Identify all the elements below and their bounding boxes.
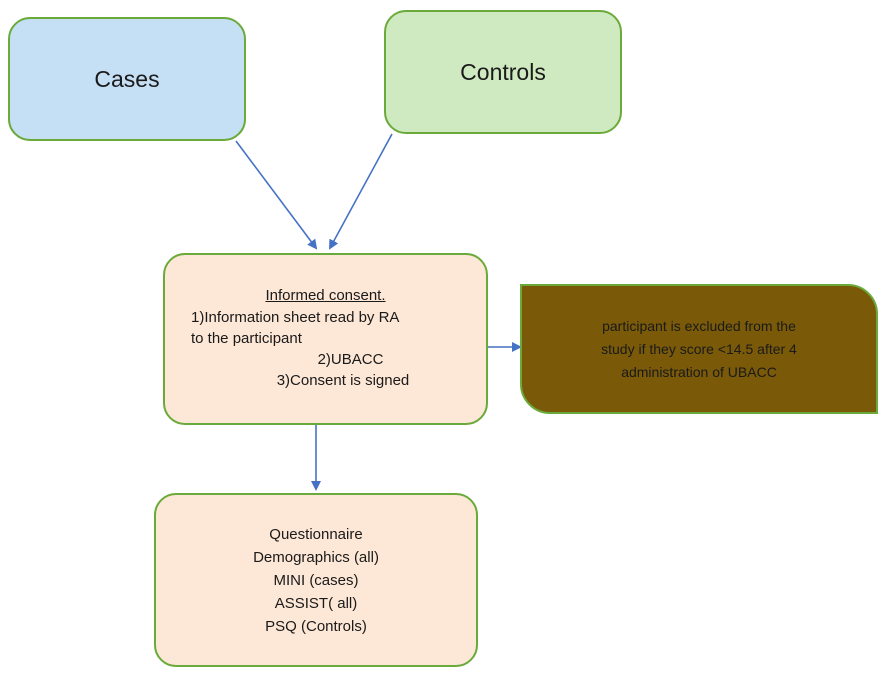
- consent-line-2: to the participant: [191, 330, 302, 347]
- questionnaire-line-2: Demographics (all): [253, 548, 379, 566]
- exclusion-line-2: study if they score <14.5 after 4: [601, 340, 797, 357]
- questionnaire-node: Questionnaire Demographics (all) MINI (c…: [154, 493, 478, 667]
- arrow-controls-to-consent: [329, 133, 393, 250]
- questionnaire-line-5: PSQ (Controls): [265, 617, 367, 635]
- questionnaire-line-3: MINI (cases): [273, 571, 359, 589]
- consent-line-1: 1)Information sheet read by RA: [191, 309, 400, 326]
- controls-node: Controls: [384, 10, 622, 134]
- cases-label: Cases: [94, 65, 160, 92]
- informed-consent-node: Informed consent. 1)Information sheet re…: [163, 253, 488, 425]
- arrow-cases-to-consent: [235, 140, 318, 250]
- consent-title: Informed consent.: [265, 287, 386, 304]
- questionnaire-line-4: ASSIST( all): [274, 594, 358, 612]
- questionnaire-line-1: Questionnaire: [269, 525, 363, 543]
- cases-node: Cases: [8, 17, 246, 141]
- exclusion-line-3: administration of UBACC: [621, 363, 777, 380]
- controls-label: Controls: [460, 58, 546, 85]
- consent-line-3: 2)UBACC: [317, 351, 384, 368]
- exclusion-node: participant is excluded from the study i…: [520, 284, 878, 414]
- exclusion-line-1: participant is excluded from the: [602, 317, 796, 334]
- consent-line-4: 3)Consent is signed: [276, 372, 410, 389]
